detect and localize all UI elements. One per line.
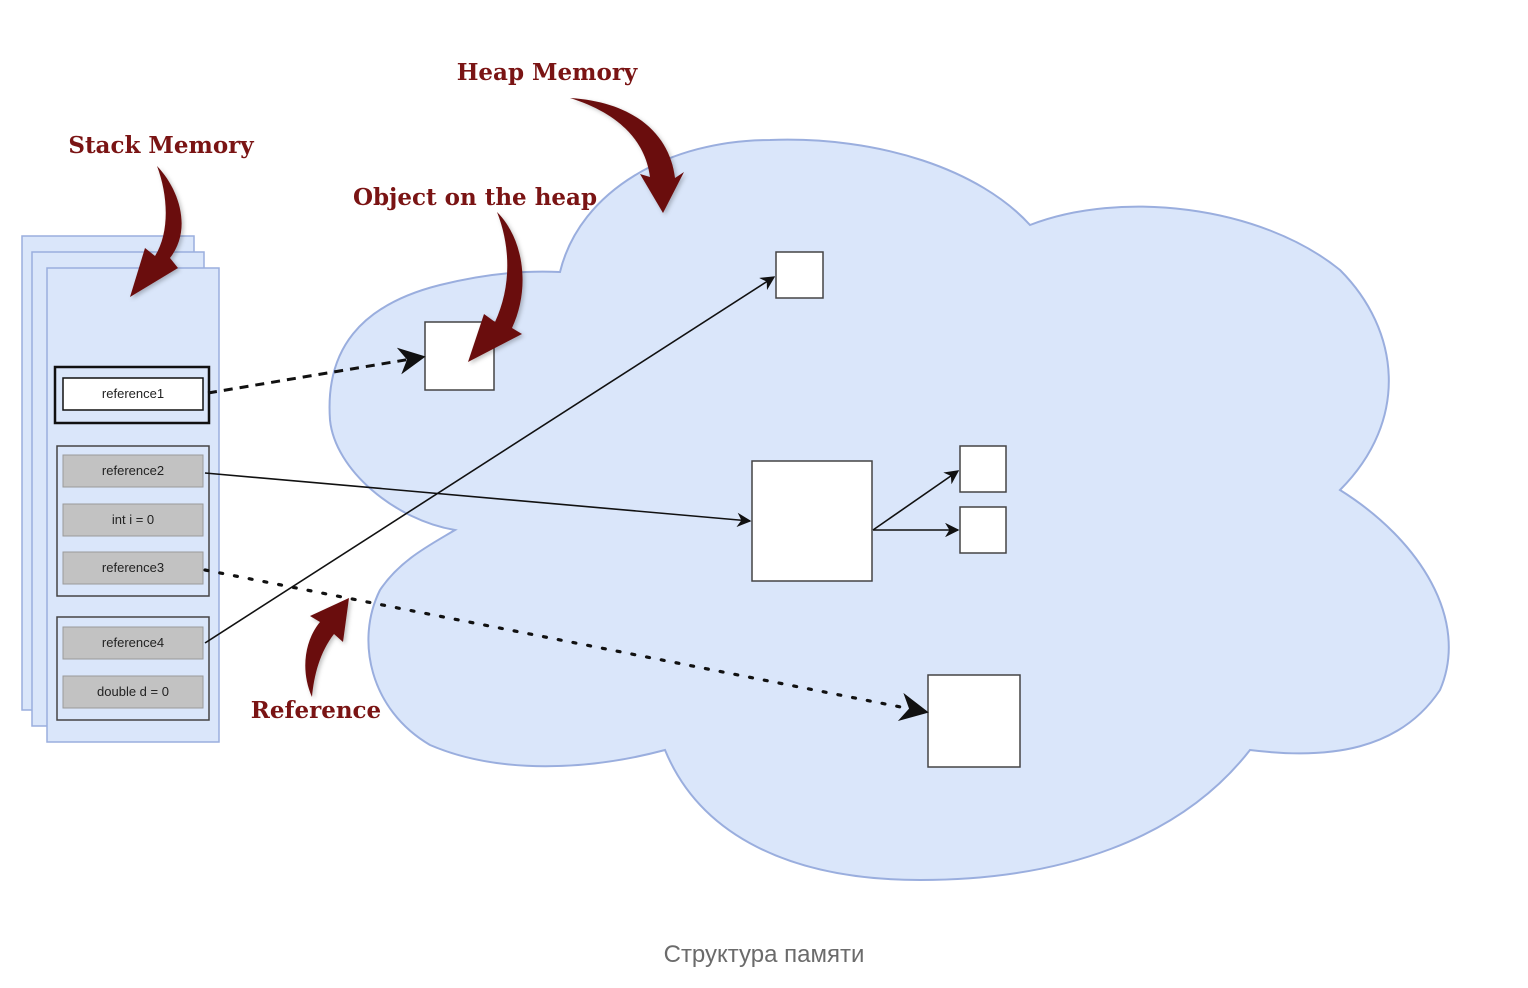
- heap-memory-pointer-icon: [570, 98, 684, 213]
- stack-slot-reference4-label: reference4: [102, 635, 164, 650]
- object-on-heap-pointer-icon: [468, 212, 523, 362]
- arrow-reference3: [203, 568, 929, 722]
- stack-memory: reference1 reference2 int i = 0 referenc…: [21, 235, 220, 743]
- arrow-reference4: [204, 276, 776, 644]
- stack-slot-reference1: [62, 377, 204, 411]
- heap-memory-label: Heap Memory: [457, 59, 638, 86]
- stack-slot-int-i-label: int i = 0: [112, 512, 154, 527]
- heap-object-6: [927, 674, 1021, 768]
- stack-group-2: [56, 445, 210, 597]
- stack-group-1: [53, 365, 211, 425]
- stack-slot-reference2-label: reference2: [102, 463, 164, 478]
- arrow-reference2: [204, 472, 752, 528]
- stack-slot-double-d: [62, 675, 204, 709]
- heap-object-2: [775, 251, 824, 299]
- stack-memory-label: Stack Memory: [68, 132, 254, 159]
- stack-slot-double-d-label: double d = 0: [97, 684, 169, 699]
- stack-slot-int-i: [62, 503, 204, 537]
- reference-label: Reference: [251, 697, 381, 724]
- heap-object-5: [959, 506, 1007, 554]
- stack-slot-reference3: [62, 551, 204, 585]
- arrow-object3-to-object4: [872, 470, 960, 531]
- heap-cloud: [328, 138, 1450, 882]
- stack-slot-reference1-label: reference1: [102, 386, 164, 401]
- stack-slot-reference4: [62, 626, 204, 660]
- heap-object-3: [751, 460, 873, 582]
- stack-group-3: [56, 616, 210, 721]
- figure-caption: Структура памяти: [663, 941, 865, 968]
- stack-slot-reference2: [62, 454, 204, 488]
- stack-memory-pointer-icon: [130, 166, 182, 297]
- arrow-reference1: [207, 347, 426, 395]
- stack-slot-reference3-label: reference3: [102, 560, 164, 575]
- object-on-heap-label: Object on the heap: [353, 184, 597, 211]
- reference-pointer-icon: [305, 598, 349, 697]
- heap-object-4: [959, 445, 1007, 493]
